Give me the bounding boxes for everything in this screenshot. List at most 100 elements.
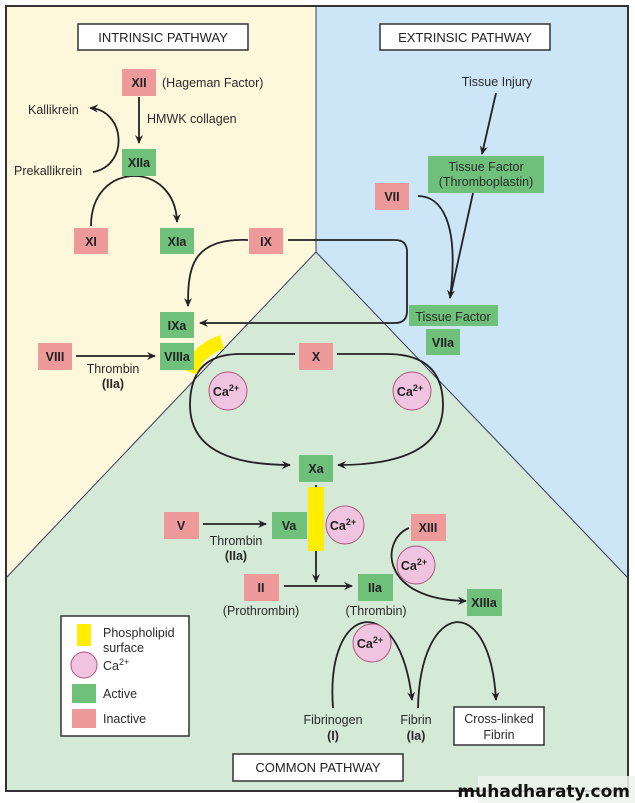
tissue-injury-label: Tissue Injury	[462, 75, 533, 89]
svg-text:VII: VII	[384, 190, 399, 204]
svg-text:XIII: XIII	[419, 521, 438, 535]
factor-viia: VIIa	[426, 329, 460, 355]
arrow-vii-to-viia	[417, 195, 455, 299]
outer-frame	[5, 5, 629, 792]
fibrin-label: Fibrin	[400, 713, 431, 727]
kallikrein-label: Kallikrein	[28, 103, 79, 117]
svg-text:Tissue Factor: Tissue Factor	[448, 160, 523, 174]
svg-text:VIIa: VIIa	[432, 336, 455, 350]
svg-text:Ca2+: Ca2+	[357, 635, 383, 651]
arrow-fibrin-to-crosslinked	[417, 621, 500, 709]
svg-text:Tissue Factor: Tissue Factor	[415, 310, 490, 324]
common-title-box: COMMON PATHWAY	[232, 753, 404, 782]
legend-phospholipid-label-2: surface	[103, 641, 144, 655]
svg-text:XI: XI	[85, 235, 97, 249]
arrow-fibrinogen-to-fibrin	[331, 621, 416, 709]
factor-xi: XI	[74, 228, 108, 254]
divider-left-diagonal	[5, 251, 317, 579]
legend-inactive-swatch	[72, 709, 96, 728]
arrow-viia-to-ixa	[199, 239, 408, 327]
svg-text:XIIa: XIIa	[128, 156, 151, 170]
factor-va: Va	[272, 512, 307, 539]
svg-text:VIII: VIII	[46, 350, 65, 364]
common-title: COMMON PATHWAY	[255, 760, 381, 775]
watermark: muhadharaty.com	[457, 782, 630, 802]
factor-xa: Xa	[299, 455, 333, 482]
iia-label-viii: (IIa)	[102, 377, 124, 391]
crosslinked-fibrin-box: Cross-linked Fibrin	[453, 706, 545, 746]
line-tissue-factor-to-viia	[449, 192, 474, 299]
extrinsic-title-box: EXTRINSIC PATHWAY	[379, 23, 551, 51]
legend-active-swatch	[72, 684, 96, 703]
factor-iia: IIa	[358, 574, 393, 601]
factor-xiii: XIII	[411, 514, 446, 541]
calcium-ion-xiii: Ca2+	[396, 545, 436, 585]
thrombin-paren-label: (Thrombin)	[345, 604, 406, 618]
svg-text:Ca2+: Ca2+	[330, 517, 356, 533]
svg-text:Ca2+: Ca2+	[397, 383, 423, 399]
legend-calcium-label: Ca2+	[103, 657, 129, 673]
svg-text:IXa: IXa	[168, 319, 188, 333]
factor-tissue-factor: Tissue Factor	[409, 305, 498, 326]
arrow-injury-to-tissue-factor	[479, 92, 497, 155]
svg-text:IX: IX	[260, 235, 272, 249]
watermark-bg	[478, 776, 635, 803]
factor-xia: XIa	[160, 228, 194, 254]
calcium-ion-va: Ca2+	[325, 505, 365, 545]
iia-label-v: (IIa)	[225, 549, 247, 563]
phospholipid-surface-va	[308, 487, 324, 551]
factor-viiia: VIIIa	[160, 343, 194, 370]
divider-right-diagonal	[315, 251, 629, 579]
svg-text:XII: XII	[131, 76, 146, 90]
intrinsic-title-box: INTRINSIC PATHWAY	[77, 23, 249, 51]
legend-calcium-swatch	[70, 651, 98, 679]
factor-ii: II	[244, 574, 279, 601]
thrombin-label-v: Thrombin	[210, 534, 263, 548]
factor-xii: XII	[122, 69, 156, 96]
arrow-x-to-xa-right	[337, 353, 444, 469]
calcium-ion-fibrin: Ca2+	[352, 623, 392, 663]
fibrinogen-code: (I)	[327, 729, 339, 743]
factor-ixa: IXa	[160, 312, 194, 338]
factor-xiiia: XIIIa	[467, 589, 502, 616]
arrow-xi-to-xia	[90, 175, 181, 227]
svg-text:(Thromboplastin): (Thromboplastin)	[439, 175, 533, 189]
svg-text:XIa: XIa	[168, 235, 188, 249]
legend-phospholipid-swatch	[77, 624, 91, 646]
factor-xiia: XIIa	[122, 149, 156, 176]
arrow-ix-to-ixa	[184, 239, 249, 307]
legend: Phospholipid surface Ca2+ Active Inactiv…	[60, 615, 190, 737]
legend-active-label: Active	[103, 687, 137, 701]
svg-text:Fibrin: Fibrin	[483, 728, 514, 742]
legend-phospholipid-label-1: Phospholipid	[103, 626, 175, 640]
svg-text:Ca2+: Ca2+	[213, 383, 239, 399]
calcium-ion-x: Ca2+	[392, 371, 432, 411]
fibrin-code: (Ia)	[407, 729, 426, 743]
intrinsic-title: INTRINSIC PATHWAY	[98, 30, 228, 45]
legend-inactive-label: Inactive	[103, 712, 146, 726]
svg-text:Xa: Xa	[308, 462, 324, 476]
svg-text:Va: Va	[282, 519, 298, 533]
arrow-prekallikrein-to-kallikrein	[89, 104, 120, 173]
hmwk-label: HMWK collagen	[147, 112, 237, 126]
extrinsic-title: EXTRINSIC PATHWAY	[398, 30, 532, 45]
prothrombin-label: (Prothrombin)	[223, 604, 299, 618]
factor-vii: VII	[375, 183, 409, 210]
factor-tissue-factor-thromboplastin: Tissue Factor (Thromboplastin)	[428, 156, 544, 193]
arrow-x-to-xa-left	[189, 353, 295, 469]
svg-text:Ca2+: Ca2+	[401, 557, 427, 573]
fibrinogen-label: Fibrinogen	[303, 713, 362, 727]
svg-text:XIIIa: XIIIa	[471, 596, 498, 610]
factor-x: X	[299, 343, 333, 370]
svg-text:II: II	[258, 581, 265, 595]
arrow-xiii-to-xiiia	[390, 527, 467, 605]
factor-v: V	[164, 512, 199, 539]
svg-text:Cross-linked: Cross-linked	[464, 712, 534, 726]
svg-text:X: X	[312, 350, 321, 364]
prekallikrein-label: Prekallikrein	[14, 164, 82, 178]
svg-text:V: V	[177, 519, 186, 533]
svg-text:IIa: IIa	[368, 581, 383, 595]
hageman-label: (Hageman Factor)	[162, 76, 263, 90]
calcium-ion-viiia: Ca2+	[208, 371, 248, 411]
